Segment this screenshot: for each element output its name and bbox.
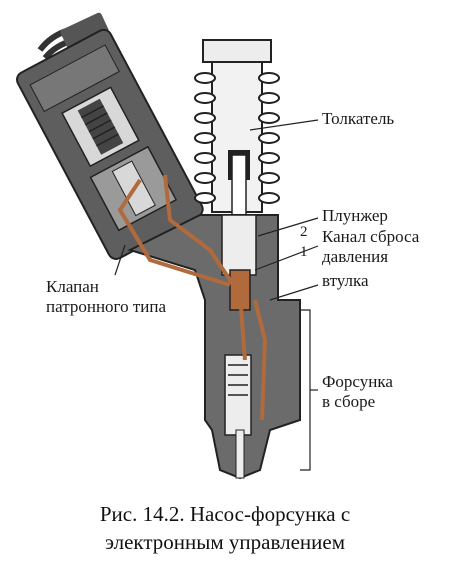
sleeve-label: втулка	[322, 271, 369, 290]
valve-label: Клапан	[46, 277, 99, 296]
assembly-label-2: в сборе	[322, 392, 376, 411]
injector-body	[127, 214, 301, 480]
assembly-label: Форсунка	[322, 372, 393, 391]
figure-caption: Рис. 14.2. Насос-форсунка с электронным …	[0, 500, 450, 556]
pusher-label: Толкатель	[322, 109, 395, 128]
fuel-channels	[117, 174, 268, 421]
leader-lines	[114, 119, 319, 471]
relief-channel-label-2: давления	[322, 247, 389, 266]
valve-label-2: патронного типа	[46, 297, 167, 316]
plunger-label: Плунжер	[322, 206, 388, 225]
relief-channel-label: Канал сброса	[322, 227, 420, 246]
caption-line-2: электронным управлением	[104, 530, 345, 554]
caption-line-1: Рис. 14.2. Насос-форсунка с	[99, 502, 351, 526]
pusher-spring-assembly	[194, 39, 280, 236]
callout-2: 2	[300, 224, 308, 240]
callout-1: 1	[300, 244, 308, 260]
injector-diagram	[16, 12, 319, 480]
